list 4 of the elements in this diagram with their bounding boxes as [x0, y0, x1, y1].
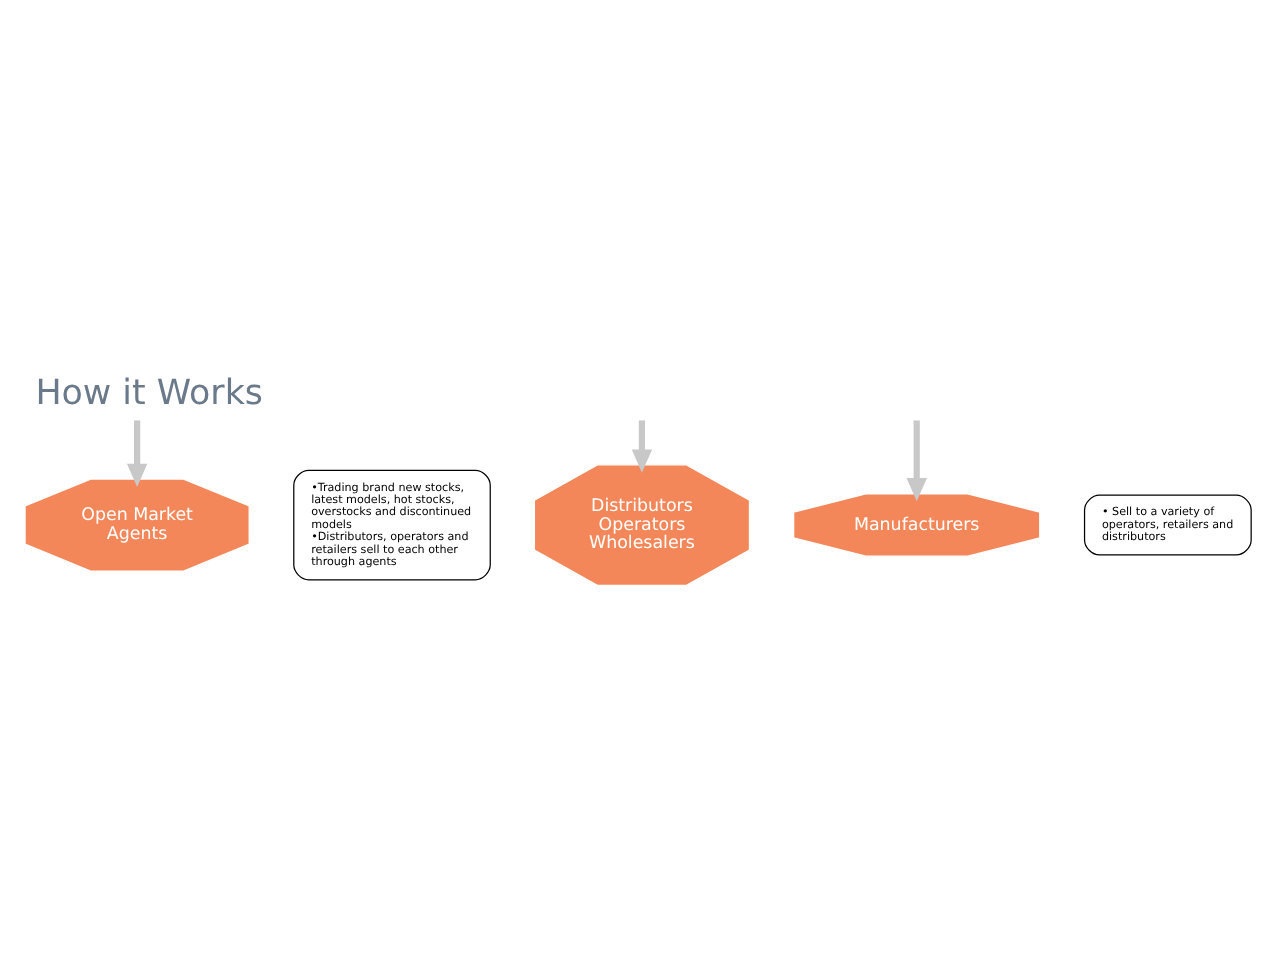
arrow	[126, 420, 148, 488]
diagram-title: How it Works	[35, 373, 263, 414]
arrow	[906, 420, 927, 502]
arrow	[631, 420, 653, 473]
